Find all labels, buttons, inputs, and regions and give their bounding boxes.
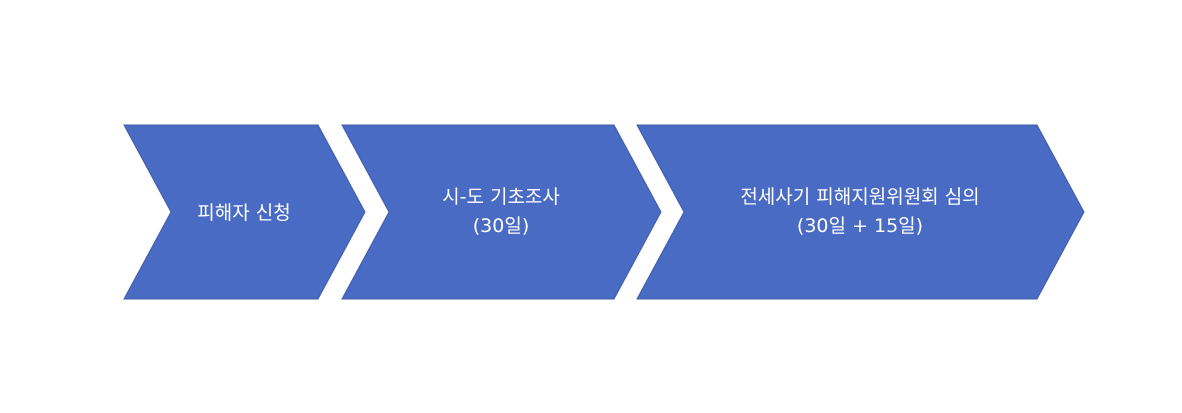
step-2-title: 시-도 기초조사: [442, 186, 560, 208]
chevron-shape-2: [341, 124, 662, 300]
step-1-title: 피해자 신청: [197, 202, 290, 224]
chevron-shape-1: [123, 124, 366, 300]
process-step-3: 전세사기 피해지원위원회 심의 (30일 + 15일): [636, 124, 1085, 300]
step-2-duration: (30일): [473, 215, 529, 237]
chevron-shape-3: [636, 124, 1085, 300]
step-3-duration: (30일 + 15일): [797, 215, 923, 237]
process-step-1: 피해자 신청: [123, 124, 366, 300]
step-3-title: 전세사기 피해지원위원회 심의: [740, 186, 979, 208]
process-step-2: 시-도 기초조사 (30일): [341, 124, 662, 300]
